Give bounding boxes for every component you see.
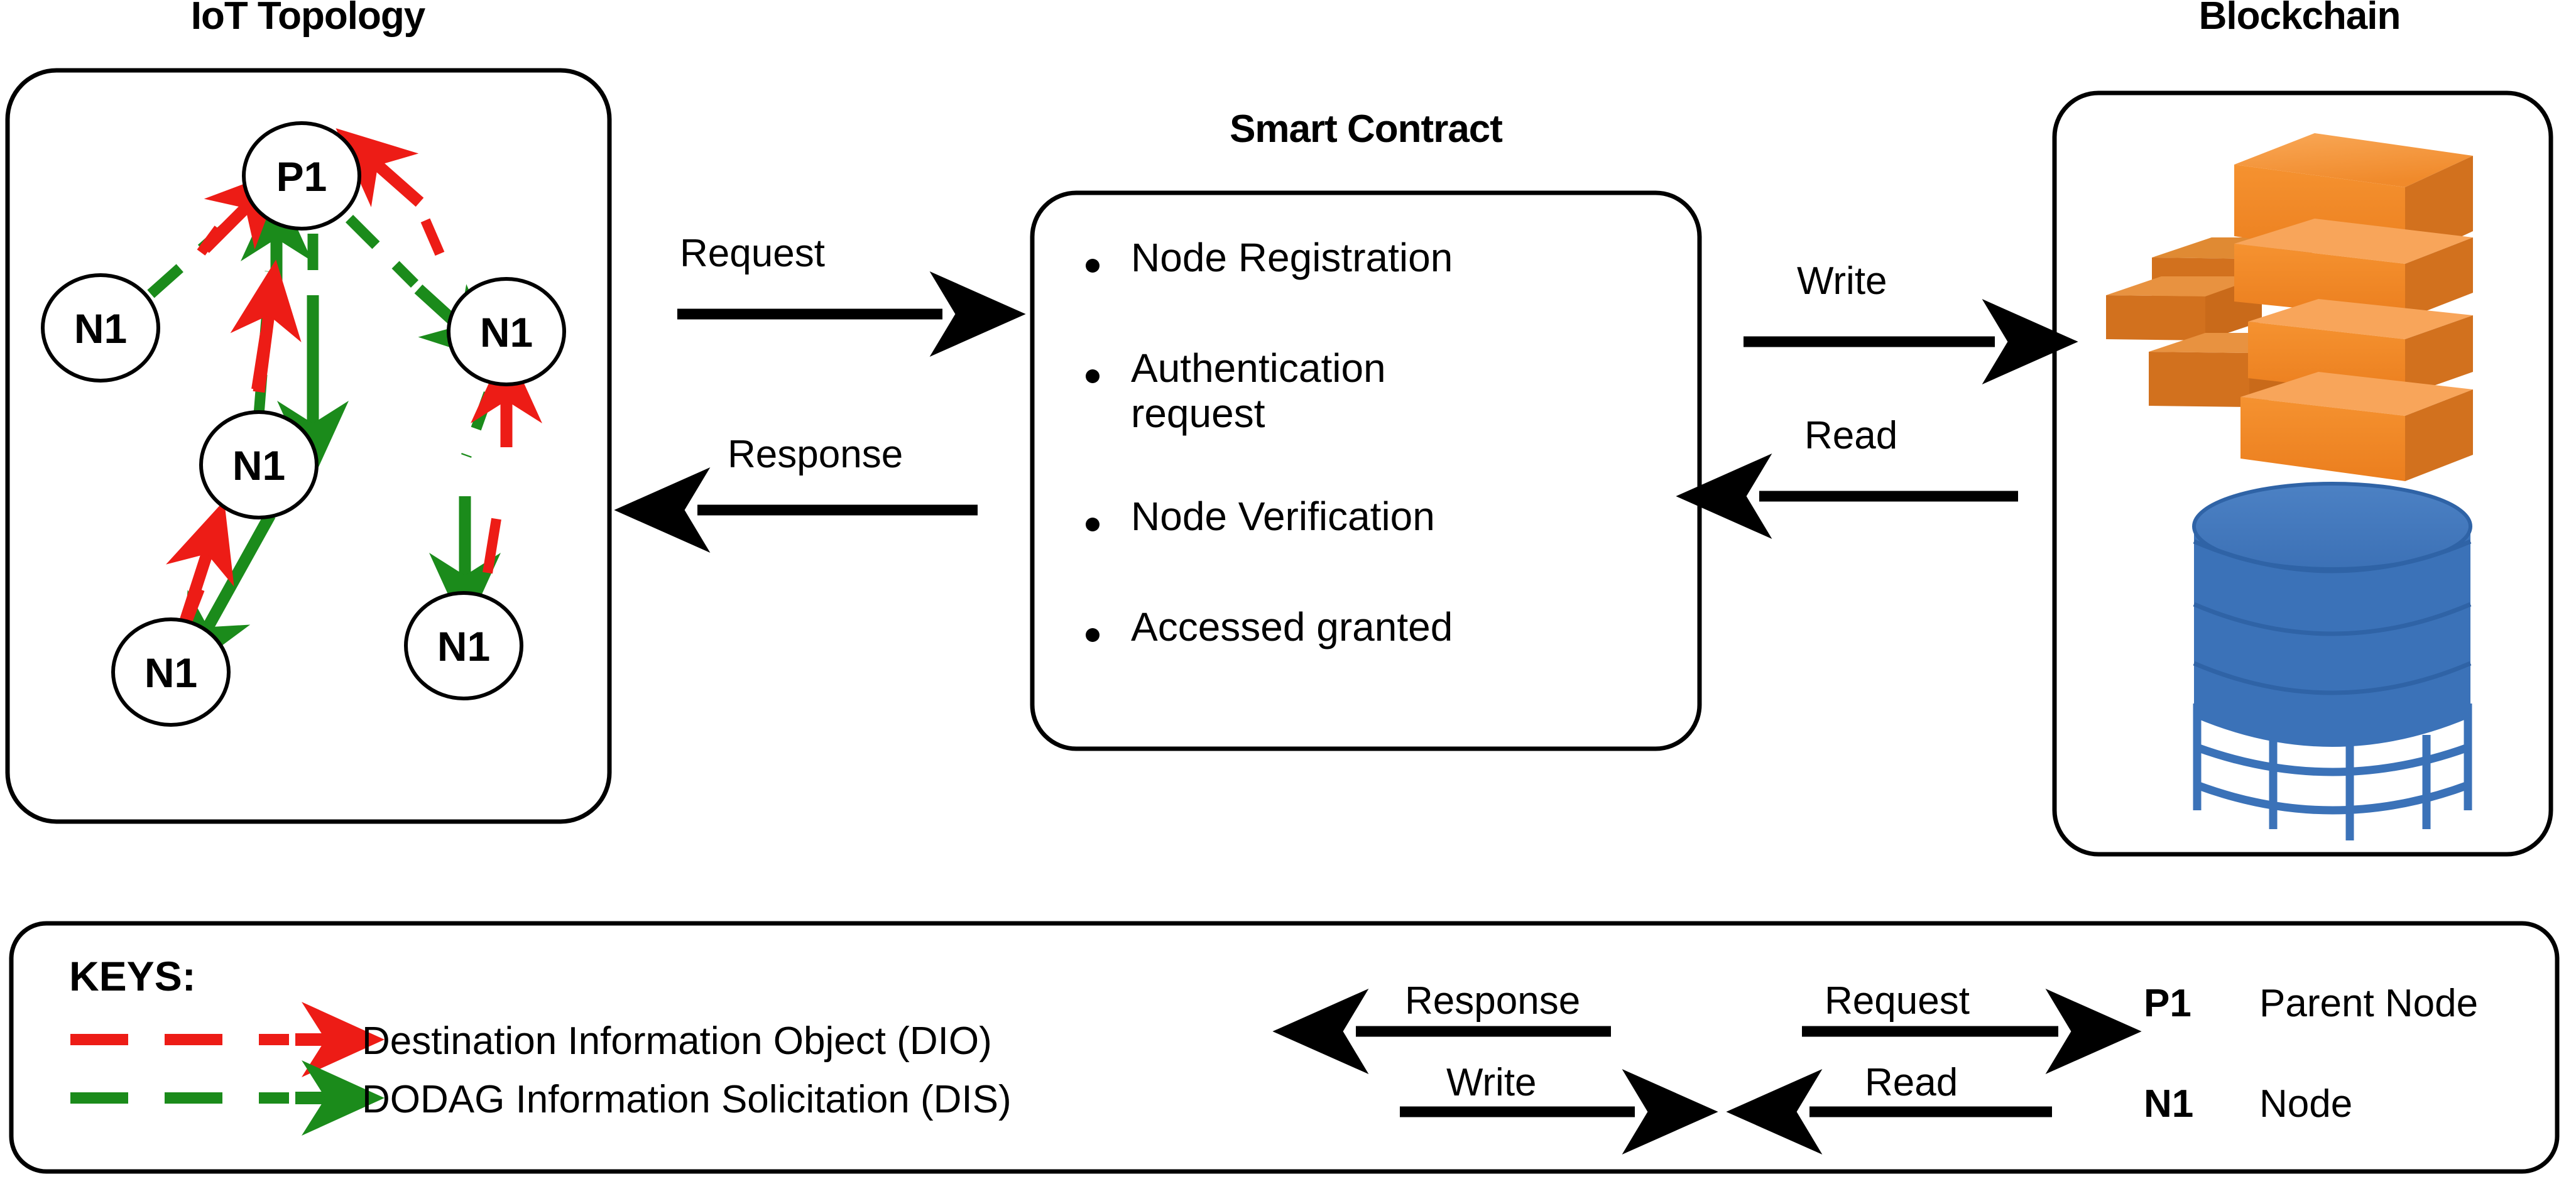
topology-node-center-label: N1 <box>232 442 285 489</box>
iot-topology-title: IoT Topology <box>190 0 426 38</box>
flow-arrows-left <box>614 271 1026 553</box>
legend-request-label: Request <box>1825 979 1970 1023</box>
bullet-icon-4 <box>1086 628 1100 642</box>
bullet-icon-1 <box>1086 259 1100 273</box>
topology-node-east-label: N1 <box>480 309 533 356</box>
topology-node-southwest[interactable]: N1 <box>111 617 231 727</box>
keys-title: KEYS: <box>69 953 196 999</box>
legend-symbol-p1-meaning: Parent Node <box>2259 982 2479 1025</box>
topology-node-southeast-label: N1 <box>437 623 490 670</box>
topology-node-southwest-label: N1 <box>145 649 197 696</box>
legend-label-dio: Destination Information Object (DIO) <box>362 1019 992 1063</box>
topology-node-west[interactable]: N1 <box>41 273 160 383</box>
legend-symbol-p1: P1 <box>2144 982 2191 1025</box>
legend-response-label: Response <box>1405 979 1581 1023</box>
legend-symbol-n1-meaning: Node <box>2259 1082 2353 1126</box>
smart-contract-title: Smart Contract <box>1230 107 1503 151</box>
legend-label-dis: DODAG Information Solicitation (DIS) <box>362 1078 1012 1121</box>
blockchain-title: Blockchain <box>2198 0 2401 38</box>
legend-write-label: Write <box>1446 1061 1537 1104</box>
bullet-icon-3 <box>1086 518 1100 531</box>
flow-arrows-right <box>1676 299 2078 539</box>
blockchain-blocks-icon <box>2106 133 2473 481</box>
legend-read-label: Read <box>1865 1061 1958 1104</box>
topology-node-east[interactable]: N1 <box>447 277 566 386</box>
smart-contract-item-authentication-request: Authentication request <box>1131 345 1386 436</box>
legend-symbol-n1: N1 <box>2144 1082 2194 1126</box>
smart-contract-item-accessed-granted: Accessed granted <box>1131 604 1453 649</box>
read-label: Read <box>1804 414 1898 457</box>
topology-node-p1[interactable]: P1 <box>242 121 361 231</box>
smart-contract-item-node-verification: Node Verification <box>1131 494 1435 539</box>
response-label: Response <box>728 433 903 476</box>
smart-contract-item-node-registration: Node Registration <box>1131 235 1453 280</box>
bullet-icon-2 <box>1086 369 1100 383</box>
topology-node-center[interactable]: N1 <box>199 410 319 519</box>
database-cylinder-icon <box>2192 482 2472 840</box>
request-label: Request <box>680 232 825 275</box>
legend-arrow-glyphs <box>1272 989 2142 1155</box>
topology-nodes: P1 N1 N1 N1 N1 N1 <box>41 121 566 727</box>
topology-node-southeast[interactable]: N1 <box>404 591 523 700</box>
topology-node-west-label: N1 <box>74 305 127 352</box>
write-label: Write <box>1797 259 1887 303</box>
topology-node-p1-label: P1 <box>276 153 327 200</box>
